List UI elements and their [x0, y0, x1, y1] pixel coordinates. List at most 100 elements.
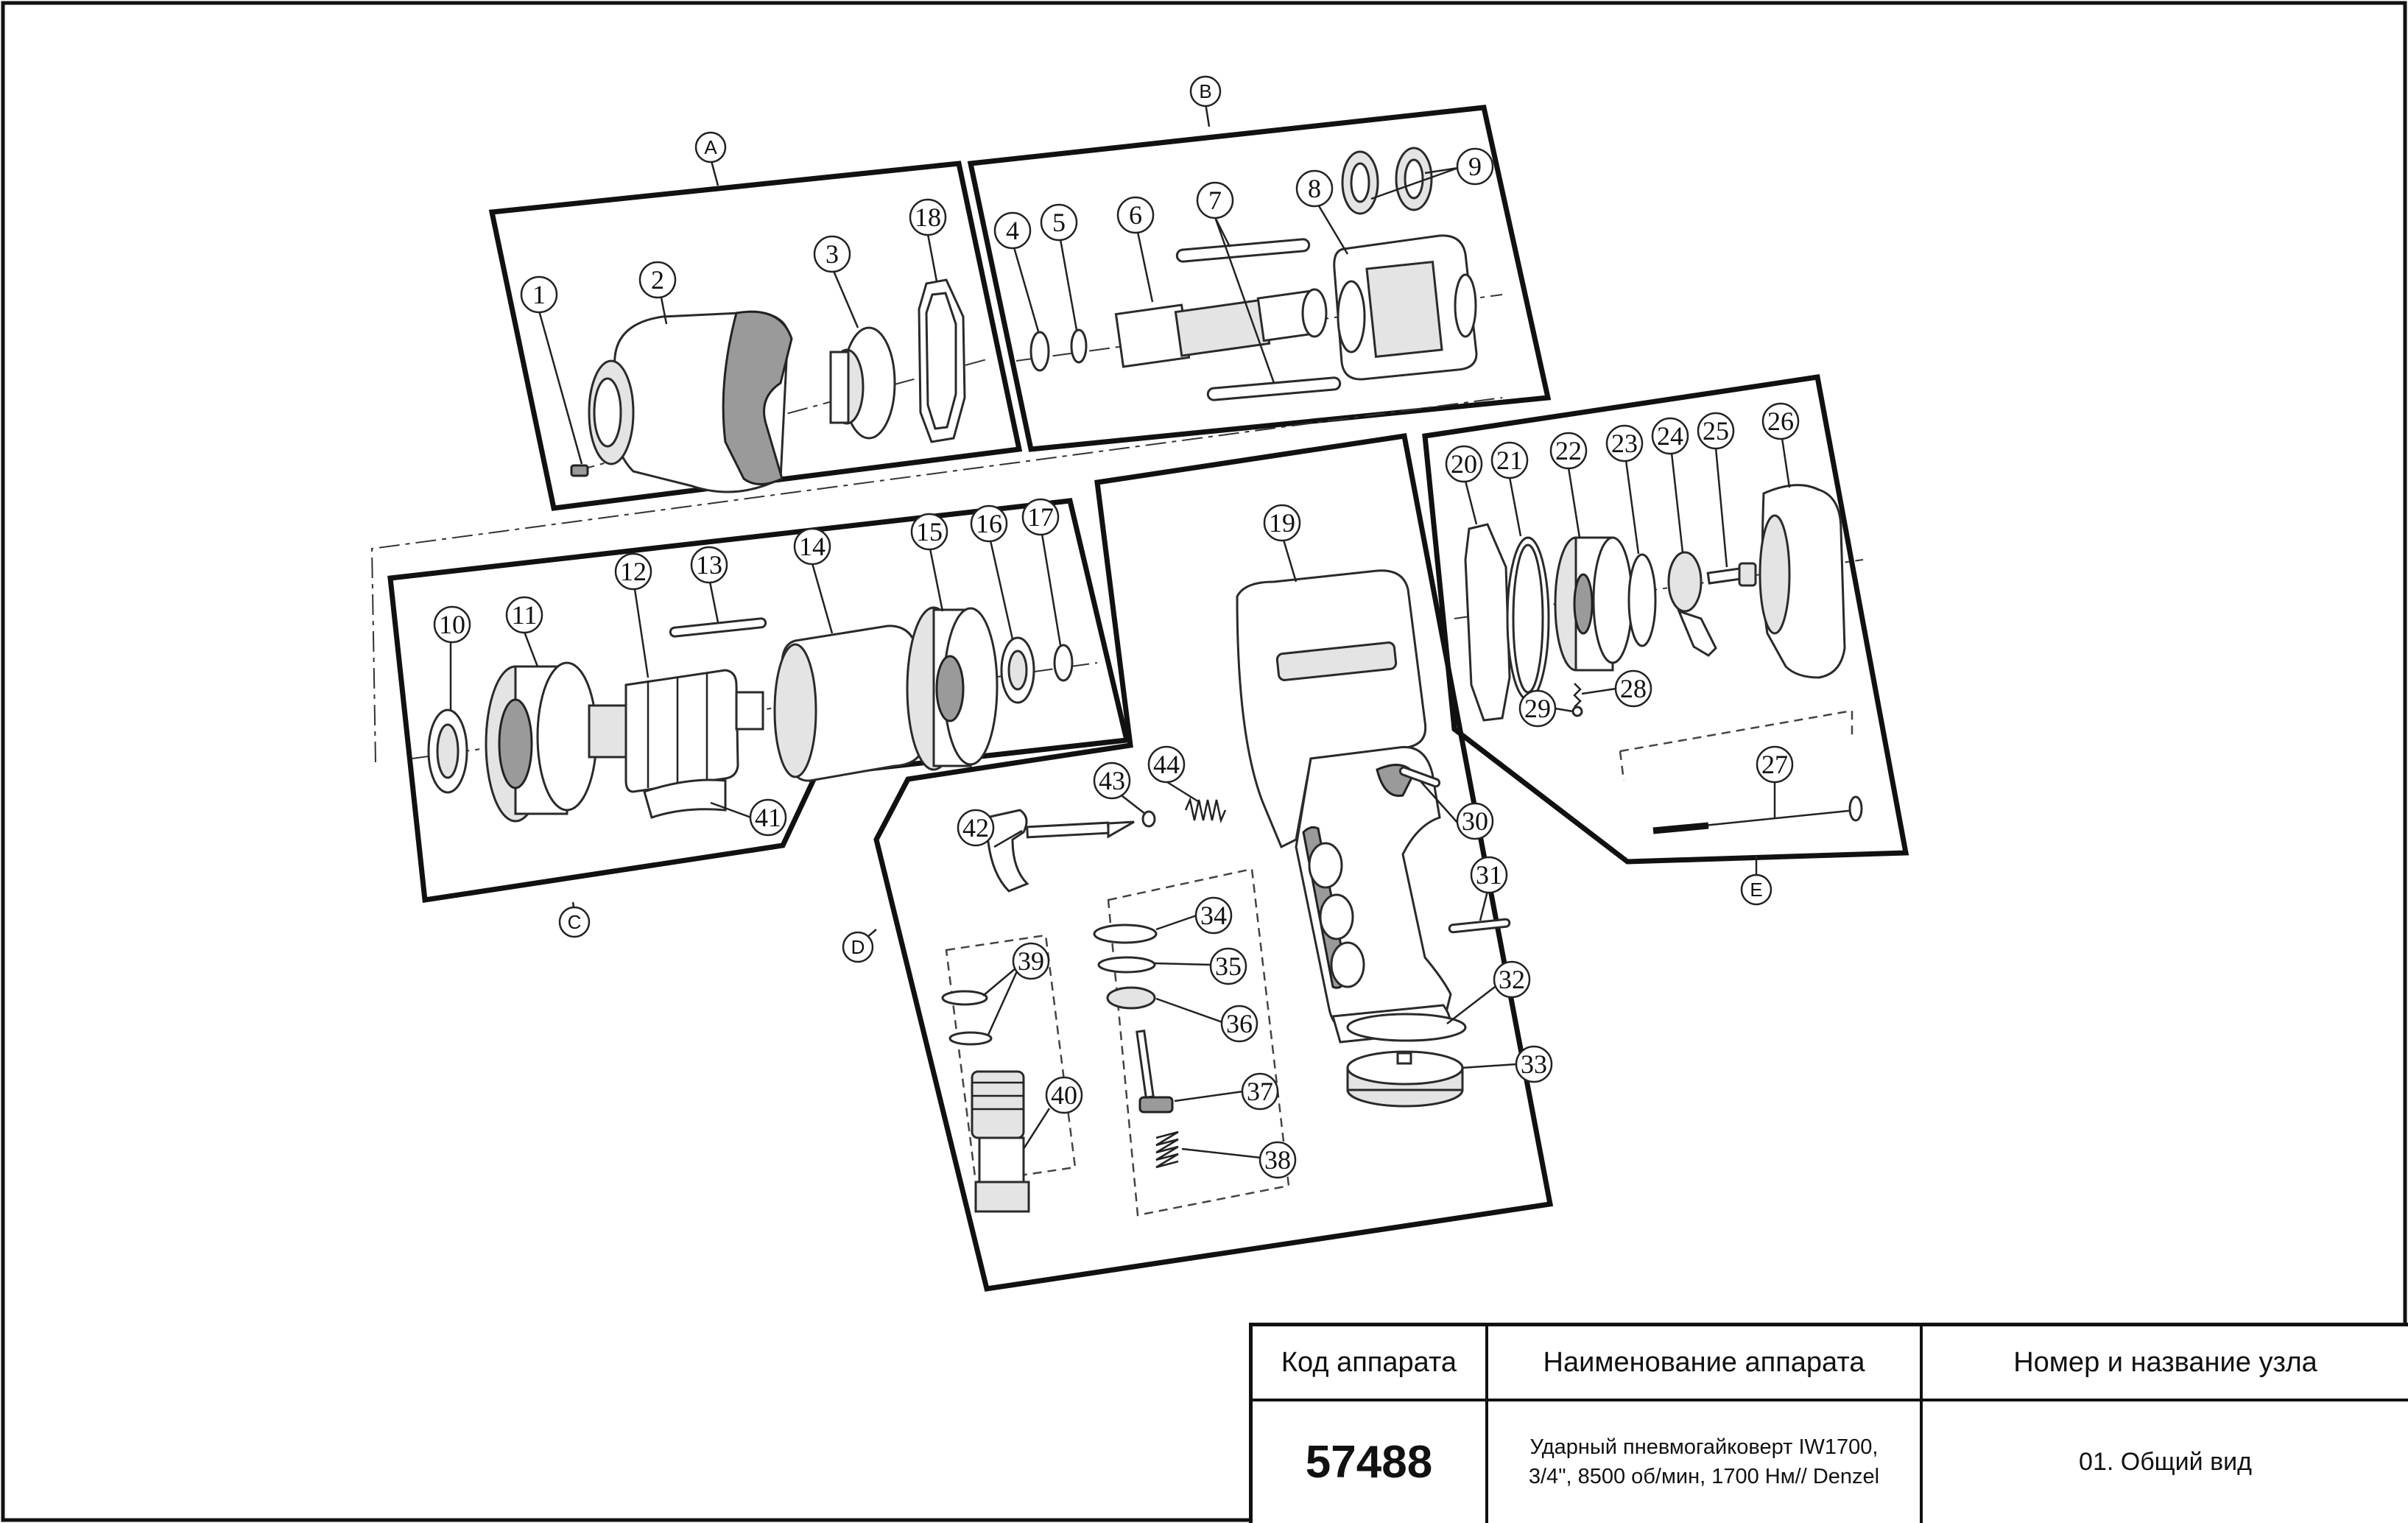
- group-c: C: [370, 397, 1503, 938]
- part-28-spring: [1573, 683, 1582, 708]
- svg-text:34: 34: [1200, 901, 1227, 930]
- balloon-11: 11: [505, 596, 543, 634]
- balloon-40: 40: [1045, 1076, 1083, 1114]
- svg-text:18: 18: [915, 203, 941, 232]
- balloon-7: 7: [1196, 181, 1234, 219]
- svg-text:C: C: [568, 911, 582, 933]
- svg-text:22: 22: [1555, 436, 1582, 465]
- part-38-spring: [1155, 1130, 1179, 1169]
- svg-text:10: 10: [439, 610, 465, 639]
- balloon-5: 5: [1040, 203, 1078, 242]
- valve-group-box: [1107, 868, 1290, 1217]
- balloon-10: 10: [433, 605, 471, 644]
- group-b-outline: [967, 105, 1552, 452]
- part-19-housing: [1236, 569, 1452, 1044]
- balloon-33: 33: [1515, 1045, 1553, 1083]
- balloon-20: 20: [1445, 445, 1483, 483]
- balloon-3: 3: [813, 235, 851, 273]
- header-device-name: Наименование аппарата: [1488, 1326, 1923, 1401]
- part-44-spring: [1184, 796, 1227, 824]
- svg-text:41: 41: [755, 803, 781, 832]
- part-39-oring-lower: [948, 1031, 993, 1046]
- group-b-label: B: [1189, 75, 1222, 108]
- balloon-41: 41: [749, 798, 787, 837]
- svg-text:31: 31: [1476, 860, 1502, 890]
- node-name: 01. Общий вид: [2079, 1448, 2252, 1476]
- svg-text:E: E: [1750, 879, 1762, 901]
- group-e-outline: [1422, 374, 1909, 865]
- regulator-group-box: [945, 934, 1077, 1183]
- balloon-44: 44: [1147, 745, 1186, 784]
- part-41-vane: [643, 778, 727, 819]
- svg-text:38: 38: [1264, 1145, 1291, 1175]
- balloon-8: 8: [1295, 169, 1334, 208]
- part-36-bushing: [1106, 986, 1156, 1010]
- balloon-19: 19: [1263, 504, 1301, 542]
- part-24-reverse-lever: [1667, 551, 1717, 657]
- svg-text:21: 21: [1496, 446, 1523, 475]
- svg-text:1: 1: [532, 280, 546, 309]
- balloon-1: 1: [520, 275, 558, 314]
- svg-text:33: 33: [1521, 1049, 1547, 1079]
- svg-text:2: 2: [651, 265, 664, 295]
- title-block: Код аппарата Наименование аппарата Номер…: [1249, 1323, 2408, 1523]
- svg-text:26: 26: [1767, 407, 1794, 436]
- svg-text:12: 12: [620, 557, 647, 586]
- part-40-regulator: [971, 1070, 1030, 1213]
- balloon-38: 38: [1258, 1141, 1297, 1179]
- svg-text:16: 16: [976, 509, 1002, 538]
- part-1-screw: [570, 464, 589, 477]
- balloon-13: 13: [690, 546, 728, 584]
- svg-text:20: 20: [1451, 449, 1477, 479]
- part-25-screw: [1706, 562, 1757, 587]
- svg-text:7: 7: [1208, 186, 1222, 215]
- balloon-30: 30: [1456, 802, 1494, 840]
- svg-text:28: 28: [1620, 674, 1647, 703]
- svg-text:A: A: [704, 136, 717, 158]
- group-d-outline: [873, 433, 1554, 1292]
- group-d: D: [842, 433, 1554, 1292]
- svg-text:36: 36: [1226, 1009, 1253, 1038]
- part-42-trigger: [985, 809, 1135, 893]
- svg-text:30: 30: [1462, 806, 1488, 836]
- svg-text:9: 9: [1468, 152, 1482, 181]
- svg-text:42: 42: [962, 813, 989, 843]
- part-17-ring: [1053, 644, 1074, 682]
- balloon-9: 9: [1456, 147, 1494, 186]
- part-20-gasket: [1464, 523, 1511, 722]
- balloon-34: 34: [1194, 896, 1233, 935]
- balloon-15: 15: [910, 513, 948, 551]
- part-37-valve-stem: [1136, 1030, 1174, 1114]
- group-a-label: A: [694, 131, 727, 163]
- part-23-oring: [1627, 553, 1657, 647]
- balloon-28: 28: [1614, 669, 1652, 708]
- part-7-pin-upper: [1175, 238, 1311, 263]
- part-12-rotor: [588, 669, 764, 793]
- balloon-37: 37: [1241, 1072, 1279, 1111]
- svg-text:17: 17: [1027, 502, 1054, 532]
- part-9-hammers: [1341, 147, 1433, 215]
- svg-text:15: 15: [916, 517, 943, 546]
- svg-text:D: D: [851, 936, 865, 958]
- part-32-gasket: [1346, 1013, 1467, 1042]
- balloon-2: 2: [638, 261, 677, 299]
- svg-text:6: 6: [1129, 200, 1142, 230]
- svg-text:24: 24: [1657, 421, 1683, 451]
- part-4-ring: [1029, 331, 1050, 372]
- svg-text:13: 13: [696, 550, 722, 580]
- svg-text:29: 29: [1524, 694, 1551, 723]
- svg-text:44: 44: [1153, 750, 1180, 779]
- balloon-42: 42: [957, 809, 995, 847]
- device-name-line-1: Ударный пневмогайковерт IW1700,: [1529, 1435, 1879, 1460]
- part-39-oring-upper: [941, 990, 988, 1006]
- part-31-pin: [1448, 918, 1511, 934]
- balloon-43: 43: [1093, 762, 1131, 800]
- group-e: E: [1422, 374, 1909, 906]
- balloon-27: 27: [1756, 745, 1794, 784]
- device-code: 57488: [1253, 1401, 1488, 1523]
- balloon-22: 22: [1549, 432, 1588, 470]
- svg-text:23: 23: [1611, 429, 1638, 458]
- svg-text:27: 27: [1761, 750, 1788, 779]
- balloon-24: 24: [1651, 417, 1689, 455]
